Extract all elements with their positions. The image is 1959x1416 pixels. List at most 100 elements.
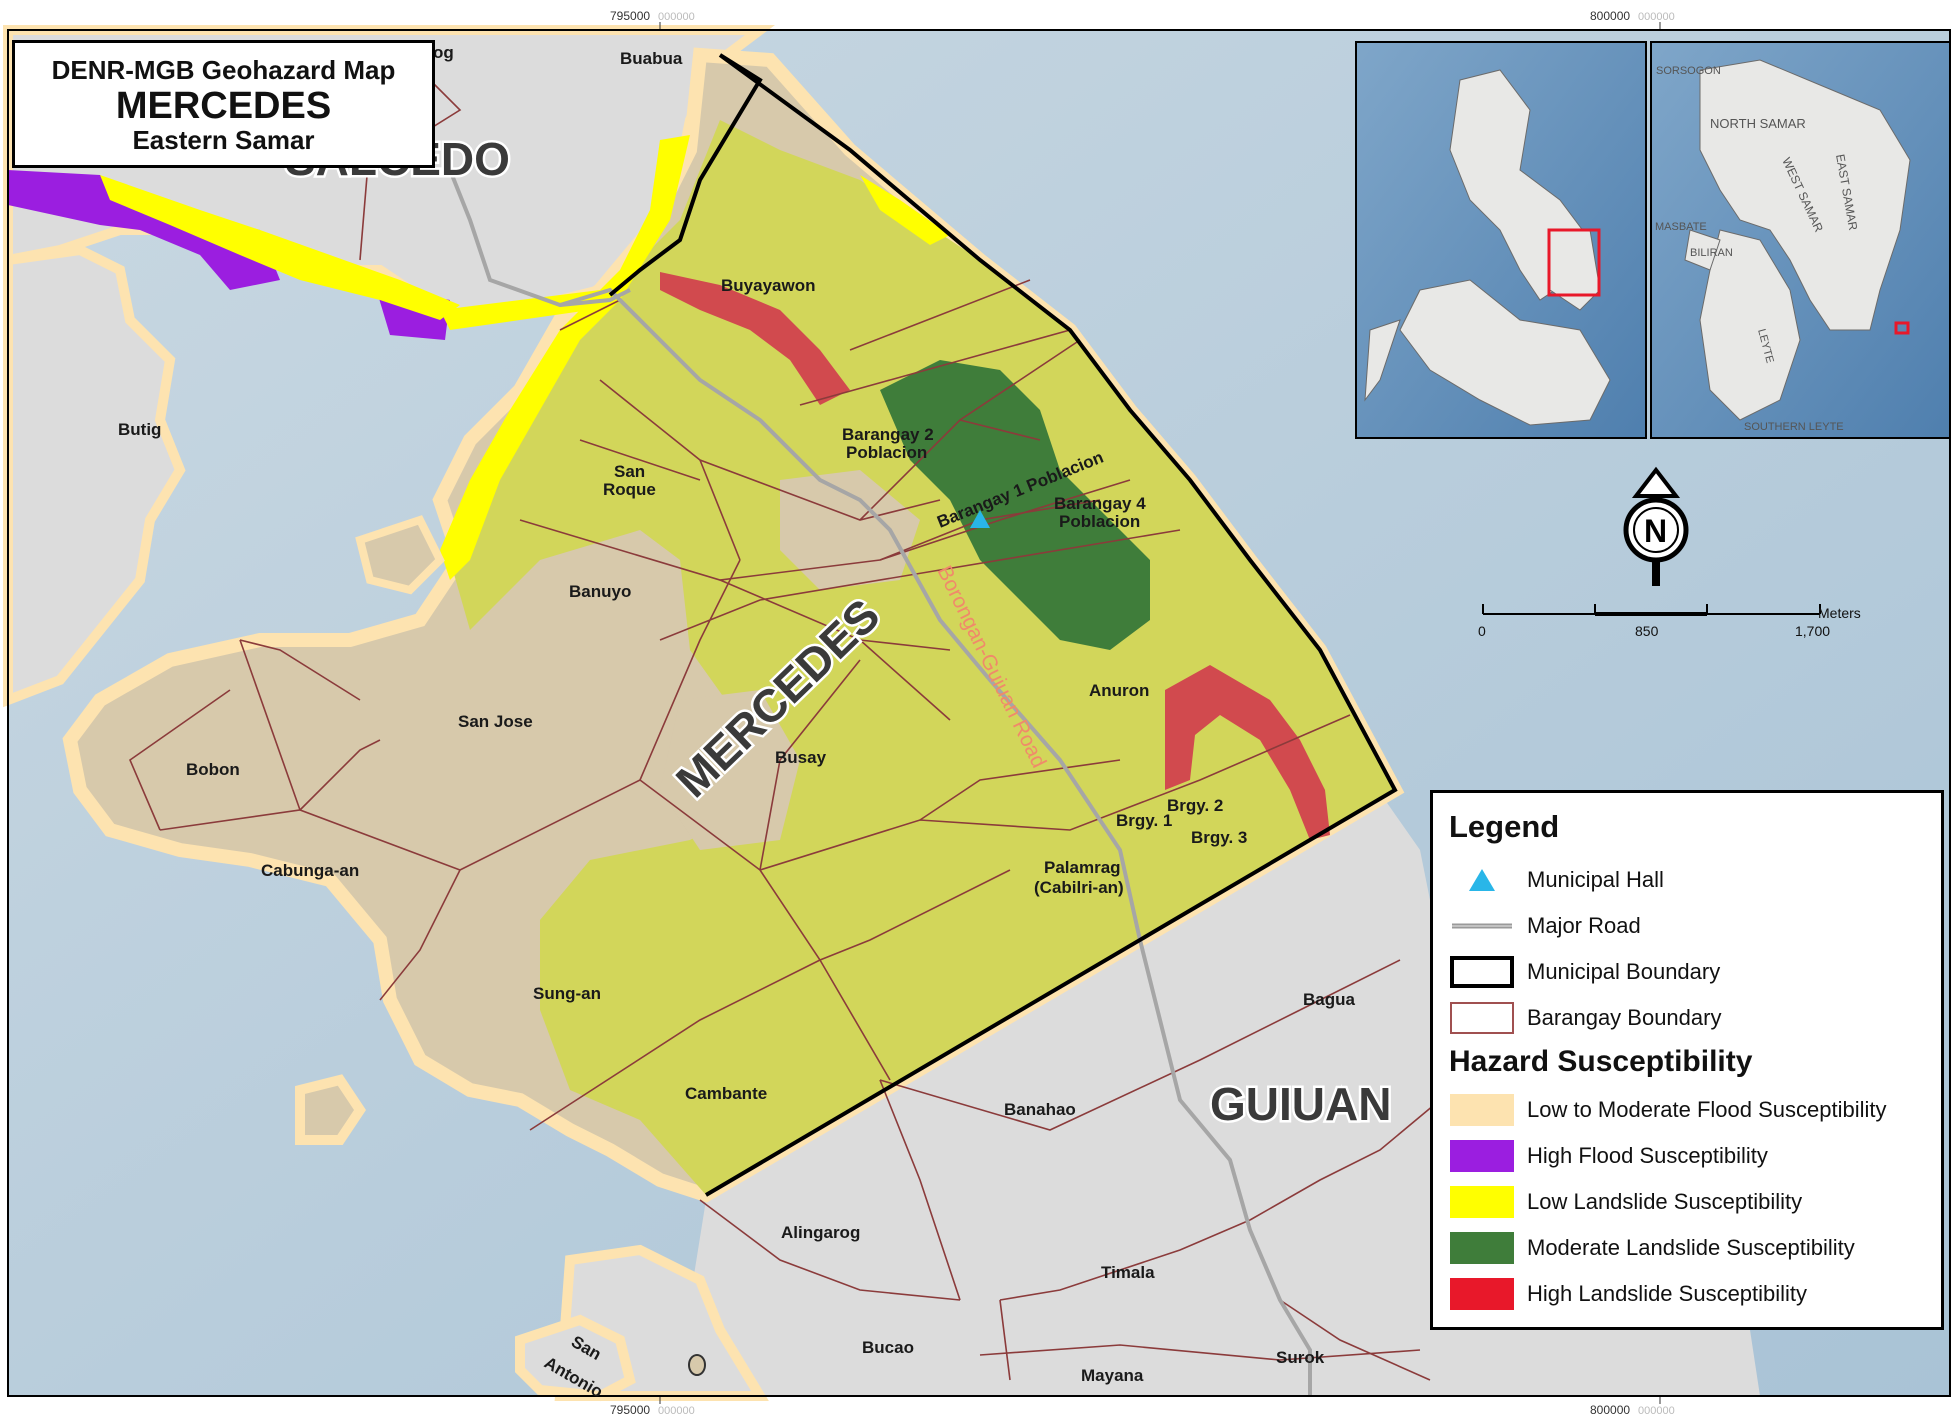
north-arrow-icon: N — [1623, 466, 1689, 586]
label-anuron: Anuron — [1089, 681, 1149, 700]
label-sung-an: Sung-an — [533, 984, 601, 1003]
label-busay: Busay — [775, 748, 827, 767]
municipal-hall-icon — [970, 510, 990, 528]
legend-item-municipal-hall: Municipal Hall — [1449, 857, 1925, 903]
legend-item-barangay-boundary: Barangay Boundary — [1449, 995, 1925, 1041]
legend-label-municipal-hall: Municipal Hall — [1527, 867, 1664, 892]
legend-item-moderate-landslide: Moderate Landslide Susceptibility — [1449, 1225, 1925, 1271]
hazard-high-landslide-east — [1165, 665, 1330, 840]
scale-tick-850: 850 — [1635, 623, 1659, 639]
island-small — [355, 515, 445, 595]
scale-tick-1700: 1,700 — [1795, 623, 1830, 639]
legend-label-major-road: Major Road — [1527, 913, 1641, 938]
coord-bottom-right-suffix: 000000 — [1638, 1405, 1675, 1416]
hazard-low-landslide-coast — [440, 290, 600, 330]
label-bucao: Bucao — [862, 1338, 914, 1357]
label-partial-top: og — [433, 43, 454, 62]
legend-label-barangay-boundary: Barangay Boundary — [1527, 1005, 1722, 1030]
legend-item-high-flood: High Flood Susceptibility — [1449, 1133, 1925, 1179]
legend: Legend Municipal Hall Major Road Municip… — [1430, 790, 1944, 1330]
title-municipality: MERCEDES — [115, 85, 332, 127]
title-box: DENR-MGB Geohazard Map MERCEDES Eastern … — [12, 40, 435, 168]
swatch-low-moderate-flood — [1449, 1092, 1515, 1128]
label-butig: Butig — [118, 420, 161, 439]
inset-samar-highlight — [1894, 321, 1910, 335]
legend-label-low-moderate-flood: Low to Moderate Flood Susceptibility — [1527, 1097, 1887, 1122]
island-west — [295, 1074, 367, 1145]
legend-hazard-title: Hazard Susceptibility — [1449, 1045, 1753, 1078]
island-tiny — [688, 1354, 706, 1376]
label-surok: Surok — [1276, 1348, 1325, 1367]
municipal-boundary — [608, 53, 1398, 1197]
label-brgy2-line1: Barangay 2 — [842, 425, 934, 444]
map-frame — [7, 29, 1951, 1397]
scale-tick-0: 0 — [1478, 623, 1486, 639]
hazard-low-landslide-west — [440, 135, 690, 580]
land-tan-center2 — [660, 690, 800, 850]
label-timala: Timala — [1101, 1263, 1155, 1282]
label-brgy-3: Brgy. 3 — [1191, 828, 1247, 847]
swatch-high-flood — [1449, 1138, 1515, 1174]
island-san-antonio — [515, 1314, 636, 1402]
inset-label-masbate: MASBATE — [1655, 221, 1707, 233]
inset-highlight-box — [1547, 228, 1601, 297]
land-mercedes-terrain — [450, 120, 1395, 1195]
legend-item-low-moderate-flood: Low to Moderate Flood Susceptibility — [1449, 1087, 1925, 1133]
scale-unit: Meters — [1818, 605, 1861, 621]
coord-bottom-left-suffix: 000000 — [658, 1405, 695, 1416]
label-cambante: Cambante — [685, 1084, 767, 1103]
label-guiuan: GUIUAN — [1210, 1078, 1391, 1130]
coord-top-right: 800000 — [1590, 9, 1630, 23]
hazard-low-landslide-ne — [860, 175, 950, 245]
label-bagua: Bagua — [1303, 990, 1356, 1009]
land-butig — [3, 244, 186, 708]
label-buabua: Buabua — [620, 49, 683, 68]
label-brgy-1: Brgy. 1 — [1116, 811, 1172, 830]
hazard-high-flood — [8, 170, 280, 290]
legend-item-municipal-boundary: Municipal Boundary — [1449, 949, 1925, 995]
legend-item-high-landslide: High Landslide Susceptibility — [1449, 1271, 1925, 1317]
title-agency: DENR-MGB Geohazard Map — [51, 55, 396, 85]
major-road-spur — [559, 288, 631, 307]
inset-label-sorsogon: SORSOGON — [1656, 65, 1721, 77]
barangay-boundary-box-icon — [1449, 1000, 1515, 1036]
legend-label-low-landslide: Low Landslide Susceptibility — [1527, 1189, 1803, 1214]
label-brgy-2: Brgy. 2 — [1167, 796, 1223, 815]
inset-philippines — [1355, 41, 1647, 439]
legend-label-high-flood: High Flood Susceptibility — [1527, 1143, 1768, 1168]
label-san-roque-1: San — [614, 462, 645, 481]
coord-top-left: 795000 — [610, 9, 650, 23]
label-banuyo: Banuyo — [569, 582, 631, 601]
coord-top-right-suffix: 000000 — [1638, 11, 1675, 23]
legend-label-municipal-boundary: Municipal Boundary — [1527, 959, 1721, 984]
land-guiuan — [660, 800, 1760, 1396]
label-cabunga-an: Cabunga-an — [261, 861, 359, 880]
label-palamrag-2: (Cabilri-an) — [1034, 878, 1124, 897]
legend-title: Legend — [1449, 809, 1560, 844]
major-road-line-icon — [1449, 908, 1515, 944]
label-mayana: Mayana — [1081, 1366, 1144, 1385]
swatch-low-landslide — [1449, 1184, 1515, 1220]
scale-bar: 0 850 1,700 Meters — [1478, 604, 1861, 639]
inset-samar: SORSOGON NORTH SAMAR MASBATE WEST SAMAR … — [1650, 41, 1951, 439]
label-san-roque-2: Roque — [603, 480, 656, 499]
legend-label-high-landslide: High Landslide Susceptibility — [1527, 1281, 1808, 1306]
hazard-high-landslide-north — [660, 272, 850, 405]
municipal-hall-triangle-icon — [1449, 862, 1515, 898]
label-brgy4-line2: Poblacion — [1059, 512, 1140, 531]
major-road — [448, 169, 1312, 1396]
inset-label-southern-leyte: SOUTHERN LEYTE — [1744, 421, 1844, 433]
inset-label-north-samar: NORTH SAMAR — [1710, 116, 1806, 131]
coord-bottom-left: 795000 — [610, 1403, 650, 1416]
legend-item-major-road: Major Road — [1449, 903, 1925, 949]
label-brgy4-line1: Barangay 4 — [1054, 494, 1146, 513]
legend-item-low-landslide: Low Landslide Susceptibility — [1449, 1179, 1925, 1225]
label-alingarog: Alingarog — [781, 1223, 860, 1242]
hazard-low-landslide-nw — [100, 175, 460, 320]
label-san-jose: San Jose — [458, 712, 533, 731]
label-banahao: Banahao — [1004, 1100, 1076, 1119]
title-province: Eastern Samar — [132, 125, 315, 155]
coord-top-left-suffix: 000000 — [658, 11, 695, 23]
